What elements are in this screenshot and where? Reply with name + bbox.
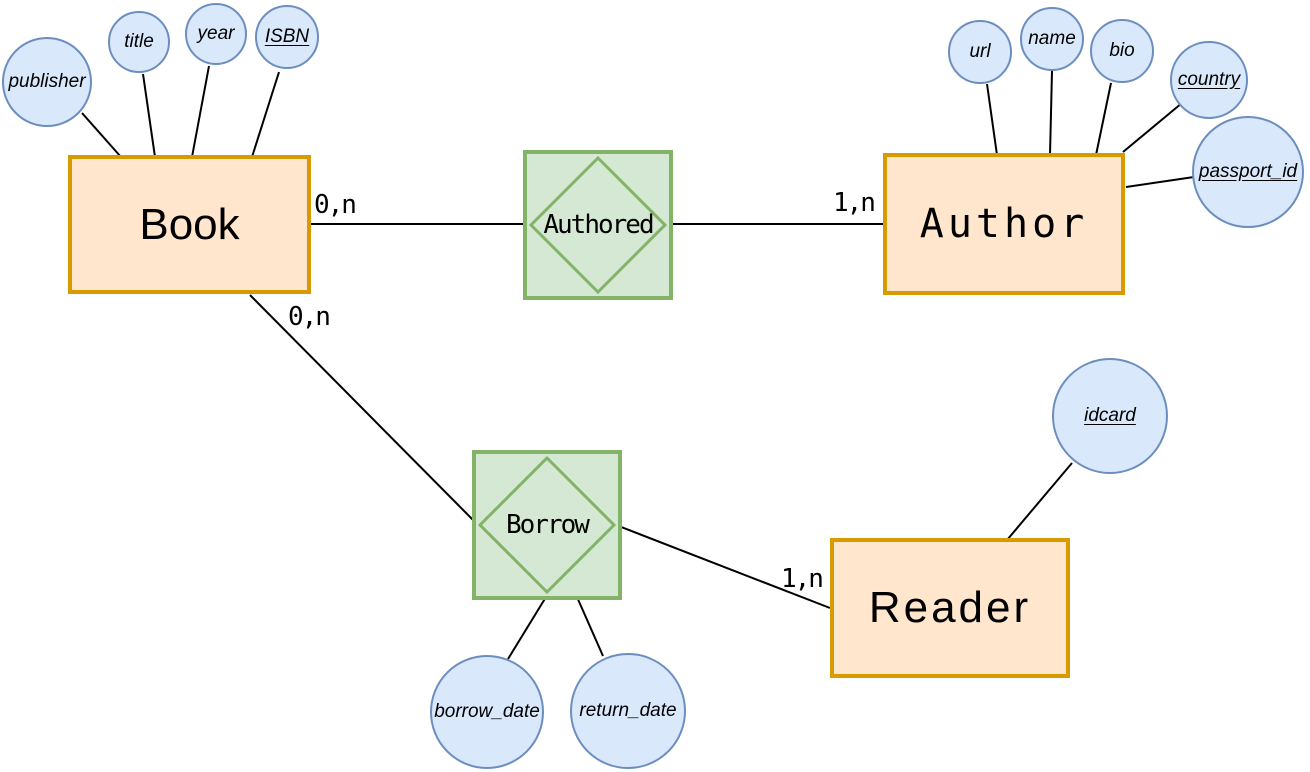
relationship-borrow[interactable]: Borrow	[472, 450, 622, 600]
cardinality-book-authored[interactable]: 0,n	[314, 190, 357, 220]
connector-author-url	[986, 83, 998, 156]
connector-book-year	[191, 65, 210, 158]
diamond-icon	[528, 155, 668, 295]
connector-book-title	[142, 73, 156, 158]
attribute-bio[interactable]: bio	[1090, 19, 1154, 83]
attribute-passport-id-label: passport_id	[1198, 161, 1298, 182]
attribute-publisher[interactable]: publisher	[2, 37, 92, 127]
entity-author[interactable]: Author	[883, 153, 1125, 295]
attribute-name-label: name	[1028, 28, 1076, 49]
attribute-title[interactable]: title	[108, 11, 170, 73]
attribute-url-label: url	[969, 41, 991, 62]
attribute-publisher-label: publisher	[8, 71, 86, 92]
relationship-authored[interactable]: Authored	[523, 150, 673, 300]
connector-author-name	[1049, 70, 1053, 156]
cardinality-reader-borrow[interactable]: 1,n	[781, 564, 824, 594]
attribute-borrow-date-label: borrow_date	[434, 701, 540, 722]
attribute-year-label: year	[197, 23, 235, 44]
relationship-borrow-label: Borrow	[506, 510, 590, 540]
attribute-country-label: country	[1177, 69, 1241, 90]
relationship-authored-label: Authored	[543, 210, 654, 240]
connector-book-isbn	[251, 71, 280, 158]
attribute-year[interactable]: year	[185, 3, 247, 65]
cardinality-book-borrow[interactable]: 0,n	[288, 302, 331, 332]
attribute-idcard[interactable]: idcard	[1052, 358, 1168, 474]
connector-borrow-returndate	[576, 596, 604, 657]
connector-author-bio	[1095, 82, 1112, 156]
entity-book[interactable]: Book	[68, 155, 311, 294]
entity-book-label: Book	[139, 199, 240, 249]
connector-author-country	[1122, 102, 1183, 153]
connector-book-publisher	[81, 112, 122, 158]
attribute-bio-label: bio	[1109, 40, 1135, 61]
attribute-url[interactable]: url	[948, 20, 1012, 84]
attribute-idcard-label: idcard	[1084, 405, 1136, 426]
attribute-borrow-date[interactable]: borrow_date	[430, 655, 544, 769]
connector-author-passportid	[1125, 176, 1195, 188]
attribute-name[interactable]: name	[1020, 7, 1084, 71]
entity-reader-label: Reader	[868, 583, 1032, 632]
connector-borrow-borrowdate	[507, 596, 547, 660]
diamond-icon	[477, 455, 617, 595]
attribute-return-date-label: return_date	[579, 700, 677, 721]
connector-borrow-reader	[615, 524, 831, 609]
entity-author-label: Author	[919, 201, 1089, 247]
entity-reader[interactable]: Reader	[830, 538, 1070, 678]
attribute-isbn[interactable]: ISBN	[255, 5, 319, 69]
cardinality-author-authored[interactable]: 1,n	[833, 188, 876, 218]
attribute-passport-id[interactable]: passport_id	[1192, 116, 1304, 228]
attribute-country[interactable]: country	[1170, 41, 1248, 119]
attribute-return-date[interactable]: return_date	[570, 653, 686, 769]
attribute-isbn-label: ISBN	[264, 26, 310, 47]
attribute-title-label: title	[124, 31, 154, 52]
connector-book-borrow	[249, 294, 479, 526]
connector-reader-idcard	[1006, 462, 1073, 541]
